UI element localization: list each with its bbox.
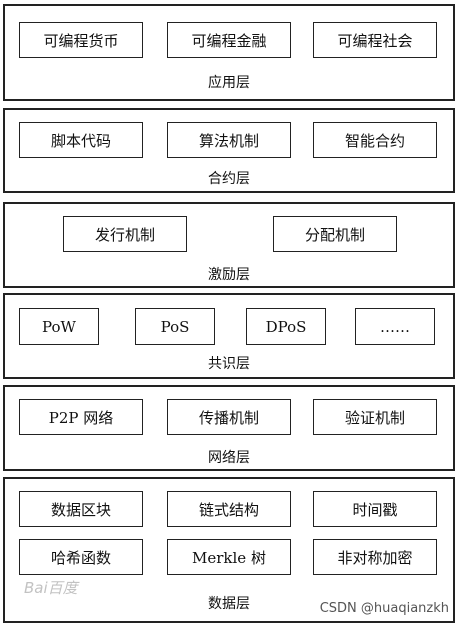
programmable-currency-box: 可编程货币 [19, 22, 143, 58]
issuance-mechanism-box: 发行机制 [63, 216, 187, 252]
verification-mechanism-box: 验证机制 [313, 399, 437, 435]
application-layer-label: 应用层 [208, 75, 250, 91]
hash-function-box: 哈希函数 [19, 539, 143, 575]
consensus-layer-label: 共识层 [208, 356, 250, 372]
ellipsis-box: …… [355, 308, 435, 345]
dpos-box: DPoS [246, 308, 326, 345]
programmable-finance-box: 可编程金融 [167, 22, 291, 58]
incentive-layer: 发行机制 分配机制 激励层 [3, 202, 455, 288]
pow-box: PoW [19, 308, 99, 345]
contract-layer-label: 合约层 [208, 171, 250, 187]
data-layer: 数据区块 链式结构 时间戳 哈希函数 Merkle 树 非对称加密 数据层 [3, 477, 455, 623]
data-layer-label: 数据层 [208, 596, 250, 612]
contract-layer: 脚本代码 算法机制 智能合约 合约层 [3, 108, 455, 193]
incentive-layer-label: 激励层 [208, 267, 250, 283]
data-block-box: 数据区块 [19, 491, 143, 527]
smart-contract-box: 智能合约 [313, 122, 437, 158]
network-layer: P2P 网络 传播机制 验证机制 网络层 [3, 385, 455, 471]
algorithm-mechanism-box: 算法机制 [167, 122, 291, 158]
timestamp-box: 时间戳 [313, 491, 437, 527]
propagation-mechanism-box: 传播机制 [167, 399, 291, 435]
application-layer: 可编程货币 可编程金融 可编程社会 应用层 [3, 4, 455, 101]
p2p-network-box: P2P 网络 [19, 399, 143, 435]
consensus-layer: PoW PoS DPoS …… 共识层 [3, 293, 455, 379]
pos-box: PoS [135, 308, 215, 345]
asymmetric-encryption-box: 非对称加密 [313, 539, 437, 575]
network-layer-label: 网络层 [208, 450, 250, 466]
csdn-watermark: CSDN @huaqianzkh [319, 601, 449, 616]
merkle-tree-box: Merkle 树 [167, 539, 291, 575]
baidu-watermark: Bai百度 [24, 579, 78, 597]
distribution-mechanism-box: 分配机制 [273, 216, 397, 252]
script-code-box: 脚本代码 [19, 122, 143, 158]
chain-structure-box: 链式结构 [167, 491, 291, 527]
programmable-society-box: 可编程社会 [313, 22, 437, 58]
